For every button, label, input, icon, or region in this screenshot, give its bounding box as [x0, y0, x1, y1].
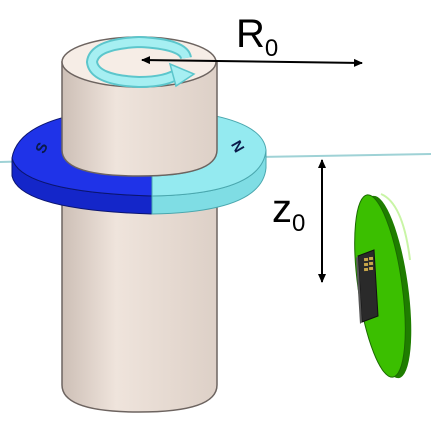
shaft-top: [61, 36, 218, 177]
shaft-cylinder: [61, 189, 218, 413]
height-label: z0: [272, 187, 305, 237]
sensor-chip: [356, 249, 379, 324]
ring-magnet: [11, 107, 267, 215]
radius-arrow: [141, 56, 363, 67]
radius-label: R0: [236, 12, 278, 62]
sensor-board: [354, 193, 412, 379]
circular-arrow-icon: [85, 35, 196, 89]
